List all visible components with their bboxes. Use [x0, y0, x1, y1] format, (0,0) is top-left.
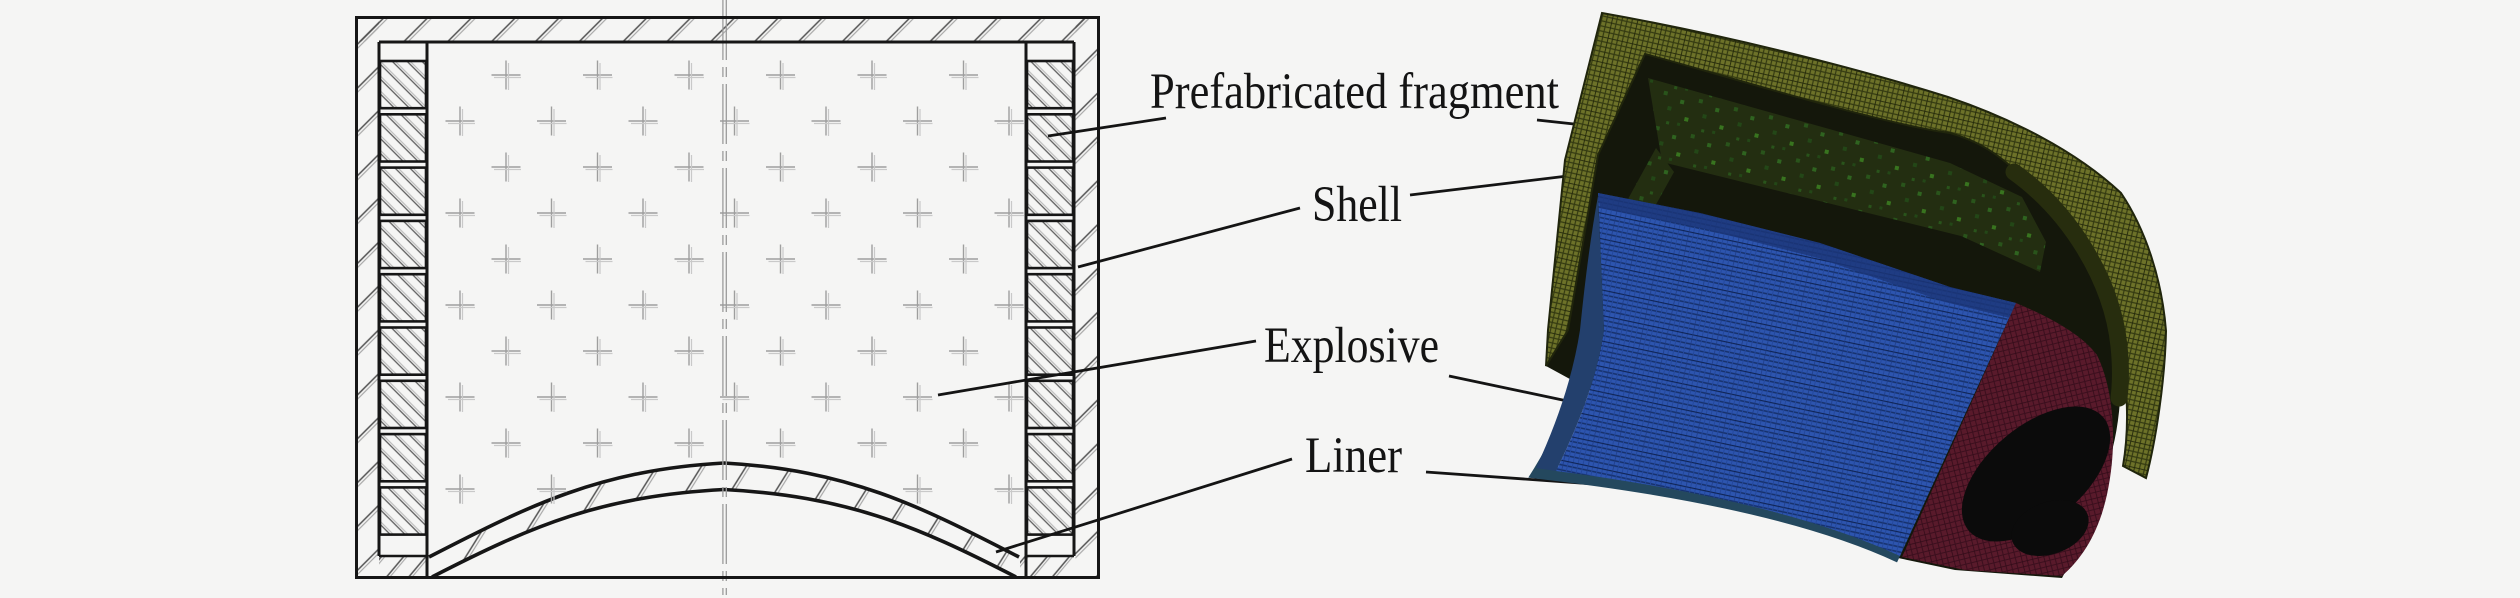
- svg-text:Prefabricated fragment: Prefabricated fragment: [1150, 64, 1559, 120]
- svg-text:Explosive: Explosive: [1264, 318, 1439, 374]
- svg-text:Liner: Liner: [1305, 428, 1402, 484]
- svg-text:Shell: Shell: [1312, 177, 1402, 233]
